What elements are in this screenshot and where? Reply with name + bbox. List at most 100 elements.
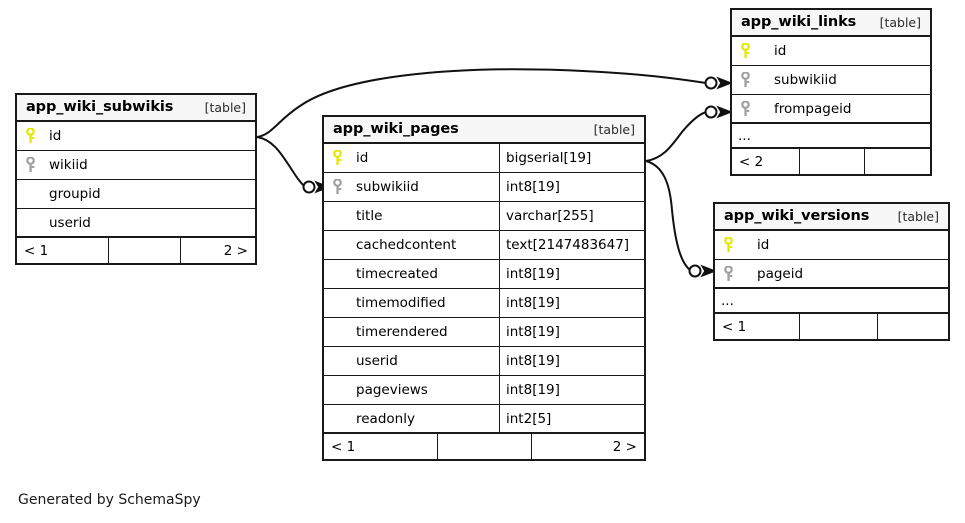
column-name: groupid bbox=[49, 186, 101, 202]
table-row[interactable]: readonly int2[5] bbox=[324, 405, 644, 434]
column-name: pageid bbox=[757, 265, 804, 282]
no-key-slot bbox=[17, 209, 43, 236]
footer-middle bbox=[109, 238, 181, 263]
table-row[interactable]: timecreated int8[19] bbox=[324, 260, 644, 289]
table-header: app_wiki_pages [table] bbox=[324, 117, 644, 144]
column-name: pageviews bbox=[356, 382, 428, 398]
column-type: int8[19] bbox=[499, 260, 644, 288]
no-key-slot bbox=[324, 260, 350, 288]
edge-pages-versions bbox=[645, 160, 691, 271]
column-type: int8[19] bbox=[499, 173, 644, 201]
table-app-wiki-links[interactable]: app_wiki_links [table] id subwikiid from… bbox=[730, 8, 932, 176]
edge-subwikis-pages bbox=[256, 136, 305, 187]
foreign-key-icon bbox=[715, 260, 741, 287]
column-row[interactable]: userid bbox=[17, 209, 255, 238]
column-name: title bbox=[356, 208, 383, 224]
primary-key-icon bbox=[732, 37, 758, 65]
footer-next bbox=[878, 314, 948, 339]
column-row[interactable]: wikiid bbox=[17, 151, 255, 180]
column-name: timerendered bbox=[356, 324, 448, 340]
table-row[interactable]: timerendered int8[19] bbox=[324, 318, 644, 347]
table-footer: < 2 bbox=[732, 149, 930, 174]
column-name: subwikiid bbox=[774, 72, 837, 88]
footer-middle bbox=[800, 149, 865, 174]
foreign-key-icon bbox=[732, 66, 758, 94]
column-row[interactable]: pageid bbox=[715, 260, 948, 289]
primary-key-icon bbox=[17, 122, 43, 150]
table-row[interactable]: cachedcontent text[2147483647] bbox=[324, 231, 644, 260]
column-type: int8[19] bbox=[499, 376, 644, 404]
primary-key-icon bbox=[715, 231, 741, 259]
column-name: timemodified bbox=[356, 295, 446, 311]
column-name: cachedcontent bbox=[356, 237, 457, 253]
footer-prev[interactable]: < 1 bbox=[715, 314, 800, 339]
column-name: id bbox=[774, 43, 787, 59]
column-name: wikiid bbox=[49, 157, 88, 173]
table-row[interactable]: subwikiid int8[19] bbox=[324, 173, 644, 202]
edge-endpoint-links-frompageid bbox=[704, 105, 733, 119]
footer-next[interactable]: 2 > bbox=[612, 438, 637, 455]
footer-prev[interactable]: < 1 bbox=[17, 238, 109, 263]
column-row[interactable]: id bbox=[17, 122, 255, 151]
column-row[interactable]: id bbox=[715, 231, 948, 260]
footer-prev[interactable]: < 1 bbox=[324, 434, 438, 459]
edge-pages-links bbox=[645, 111, 707, 162]
footer-prev[interactable]: < 2 bbox=[732, 149, 800, 174]
table-row[interactable]: id bigserial[19] bbox=[324, 144, 644, 173]
table-kind: [table] bbox=[593, 121, 635, 137]
table-header: app_wiki_links [table] bbox=[732, 10, 930, 37]
table-row[interactable]: userid int8[19] bbox=[324, 347, 644, 376]
column-name: userid bbox=[49, 214, 91, 231]
column-name: subwikiid bbox=[356, 179, 419, 195]
footer-next[interactable]: 2 > bbox=[223, 242, 248, 259]
table-app-wiki-subwikis[interactable]: app_wiki_subwikis [table] id wikiid grou… bbox=[15, 93, 257, 265]
foreign-key-icon bbox=[17, 151, 43, 179]
table-app-wiki-pages[interactable]: app_wiki_pages [table] id bigserial[19] … bbox=[322, 115, 646, 461]
column-type: bigserial[19] bbox=[499, 144, 644, 172]
no-key-slot bbox=[324, 347, 350, 375]
column-type: text[2147483647] bbox=[499, 231, 644, 259]
column-name: id bbox=[757, 237, 770, 253]
generated-by-label: Generated by SchemaSpy bbox=[18, 492, 201, 508]
table-footer: < 1 bbox=[715, 314, 948, 339]
table-header: app_wiki_versions [table] bbox=[715, 204, 948, 231]
foreign-key-icon bbox=[324, 173, 350, 201]
column-type: int8[19] bbox=[499, 347, 644, 375]
column-row[interactable]: groupid bbox=[17, 180, 255, 209]
column-row[interactable]: frompageid bbox=[732, 95, 930, 124]
table-row[interactable]: title varchar[255] bbox=[324, 202, 644, 231]
no-key-slot bbox=[17, 180, 43, 208]
column-type: varchar[255] bbox=[499, 202, 644, 230]
column-name: id bbox=[356, 150, 369, 166]
table-row[interactable]: timemodified int8[19] bbox=[324, 289, 644, 318]
table-kind: [table] bbox=[897, 208, 939, 224]
column-row[interactable]: subwikiid bbox=[732, 66, 930, 95]
table-app-wiki-versions[interactable]: app_wiki_versions [table] id pageid ... … bbox=[713, 202, 950, 341]
column-name: id bbox=[49, 128, 62, 144]
table-kind: [table] bbox=[204, 99, 246, 115]
footer-middle bbox=[438, 434, 532, 459]
column-name: timecreated bbox=[356, 266, 438, 282]
no-key-slot bbox=[324, 376, 350, 404]
column-type: int8[19] bbox=[499, 289, 644, 317]
more-columns-indicator: ... bbox=[715, 289, 948, 314]
table-kind: [table] bbox=[879, 14, 921, 30]
footer-next bbox=[865, 149, 930, 174]
table-footer: < 1 2 > bbox=[17, 238, 255, 263]
more-columns-indicator: ... bbox=[732, 124, 930, 149]
column-row[interactable]: id bbox=[732, 37, 930, 66]
column-type: int2[5] bbox=[499, 405, 644, 432]
table-name: app_wiki_subwikis bbox=[26, 99, 174, 115]
foreign-key-icon bbox=[732, 95, 758, 122]
column-name: userid bbox=[356, 353, 398, 369]
table-row[interactable]: pageviews int8[19] bbox=[324, 376, 644, 405]
edge-endpoint-versions-pageid bbox=[688, 264, 717, 278]
column-name: readonly bbox=[356, 410, 415, 427]
edge-endpoint-links-subwikiid bbox=[704, 76, 733, 90]
no-key-slot bbox=[324, 405, 350, 432]
no-key-slot bbox=[324, 231, 350, 259]
primary-key-icon bbox=[324, 144, 350, 172]
table-name: app_wiki_pages bbox=[333, 121, 459, 137]
no-key-slot bbox=[324, 202, 350, 230]
